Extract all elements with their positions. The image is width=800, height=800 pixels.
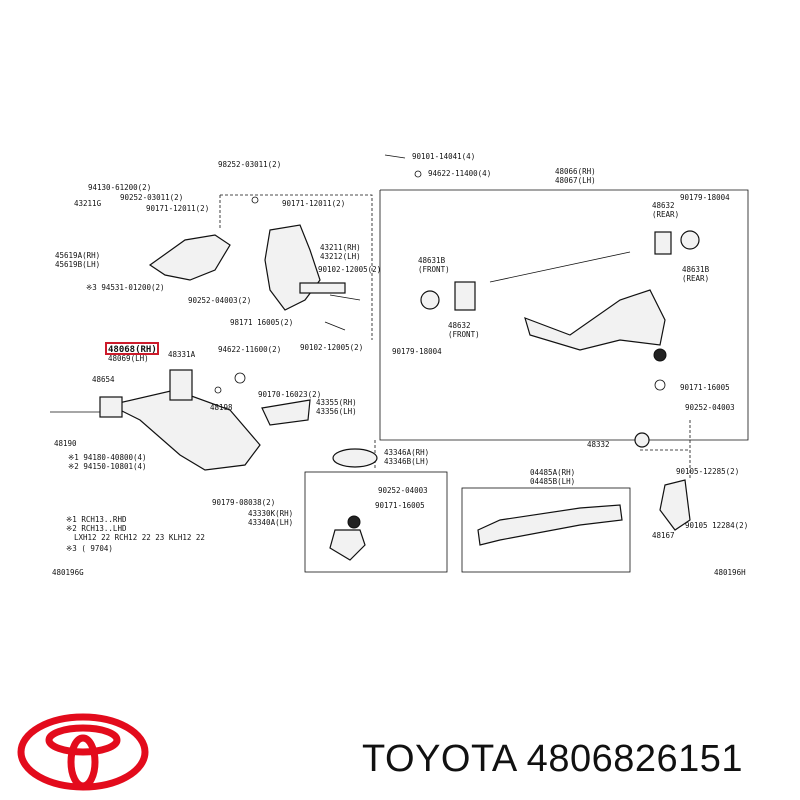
steering-knuckle: [264, 224, 321, 311]
tie-rod-end: [477, 504, 623, 546]
part-label: 48069(LH): [108, 354, 149, 363]
part-label: 48067(LH): [555, 176, 596, 185]
bolt: [324, 321, 346, 331]
part-label: 90171-12011(2): [282, 199, 345, 208]
upper-control-arm: [524, 289, 666, 351]
diagram-code: 480196H: [714, 568, 746, 577]
part-label: 48167: [652, 531, 675, 540]
part-label: 43340A(LH): [248, 518, 293, 527]
nut: [234, 372, 246, 384]
footnote: LXH12 22 RCH12 22 23 KLH12 22: [74, 533, 205, 542]
footnote: ※2 RCH13..LHD: [66, 524, 127, 533]
knuckle-spindle: [299, 282, 346, 294]
footer: [0, 700, 800, 800]
stabilizer-bracket: [659, 479, 691, 531]
washer: [420, 290, 440, 310]
part-label: 48632: [448, 321, 471, 330]
nut: [251, 196, 259, 204]
footnote: ※1 RCH13..RHD: [66, 515, 127, 524]
part-label: 43346A(RH): [384, 448, 429, 457]
stone-shield: [261, 399, 311, 426]
stabilizer-bushing: [634, 432, 650, 448]
lower-ball-joint: [329, 529, 366, 561]
part-label: 90252-04003: [685, 403, 735, 412]
part-label: 48331A: [168, 350, 196, 359]
part-label: ※3 94531-01200(2): [86, 283, 165, 292]
knuckle-arm: [148, 234, 231, 281]
part-label: 43356(LH): [316, 407, 357, 416]
part-label: 04485A(RH): [530, 468, 575, 477]
part-label: ※2 94150-10801(4): [68, 462, 147, 471]
part-label: ※1 94180-40800(4): [68, 453, 147, 462]
part-label: 45619B(LH): [55, 260, 100, 269]
bolt: [329, 294, 361, 301]
part-label: 94130-61200(2): [88, 183, 151, 192]
part-label: 90252-04003: [378, 486, 428, 495]
part-label: 04485B(LH): [530, 477, 575, 486]
part-label-highlighted: 48068(RH): [108, 345, 157, 355]
part-label: 45619A(RH): [55, 251, 100, 260]
part-label: 43212(LH): [320, 252, 361, 261]
part-label: 48332: [587, 440, 610, 449]
part-label: 90170-16023(2): [258, 390, 321, 399]
parts-diagram: 98252-03011(2) 90101-14041(4) 94622-1140…: [50, 152, 749, 577]
washer: [680, 230, 700, 250]
part-label: 90252-04003(2): [188, 296, 251, 305]
dust-cover: [332, 448, 378, 468]
part-label: 48190: [54, 439, 77, 448]
part-label: 90179-18004: [680, 193, 730, 202]
part-label: 90179-18004: [392, 347, 442, 356]
part-label: 48631B: [418, 256, 446, 265]
upper-arm-frame: [379, 189, 749, 441]
front-bushing: [454, 281, 476, 311]
part-label: 48654: [92, 375, 115, 384]
part-label: 90105 12284(2): [685, 521, 748, 530]
part-label: 90102-12005(2): [318, 265, 381, 274]
footnote: ※3 ( 9704): [66, 544, 113, 553]
part-label: 48632: [652, 201, 675, 210]
leader-line: [220, 194, 373, 340]
nut: [214, 386, 222, 394]
part-label: 43330K(RH): [248, 509, 293, 518]
highlight-box: [105, 342, 159, 355]
bump-stopper: [169, 369, 193, 401]
part-label: 90171-12011(2): [146, 204, 209, 213]
part-label: 48198: [210, 403, 233, 412]
part-label: (FRONT): [448, 330, 480, 339]
toyota-logo-icon: [17, 713, 149, 791]
part-label: 48066(RH): [555, 167, 596, 176]
part-label: 90252-03011(2): [120, 193, 183, 202]
part-label: (FRONT): [418, 265, 450, 274]
part-label: 43355(RH): [316, 398, 357, 407]
part-label: 43211G: [74, 199, 102, 208]
ball-joint-frame: [304, 471, 448, 573]
upper-arm-shaft: [489, 251, 631, 283]
part-label: 90102-12005(2): [300, 343, 363, 352]
part-label: 90171-16005: [680, 383, 730, 392]
part-label: 43346B(LH): [384, 457, 429, 466]
brand-part-number: TOYOTA 4806826151: [362, 738, 744, 780]
part-label: 94622-11400(4): [428, 169, 491, 178]
part-label: (REAR): [682, 274, 709, 283]
part-label: (REAR): [652, 210, 679, 219]
part-label: 98252-03011(2): [218, 160, 281, 169]
nut: [414, 170, 422, 178]
diagram-code: 480196G: [52, 568, 84, 577]
part-label: 90179-08038(2): [212, 498, 275, 507]
part-label: 98171 16005(2): [230, 318, 293, 327]
bolt: [384, 154, 406, 159]
lower-control-arm: [108, 389, 261, 471]
part-label: 48631B: [682, 265, 710, 274]
part-label: 94622-11600(2): [218, 345, 281, 354]
rear-bushing: [654, 231, 672, 255]
nut: [654, 379, 666, 391]
part-label: 90171-16005: [375, 501, 425, 510]
part-label: 90105-12285(2): [676, 467, 739, 476]
tie-rod-frame: [461, 487, 631, 573]
part-label: 90101-14041(4): [412, 152, 475, 161]
part-label: 43211(RH): [320, 243, 361, 252]
ball-joint-stud: [347, 515, 361, 529]
ball-joint-stud: [653, 348, 667, 362]
lower-arm-bushing: [99, 396, 123, 418]
